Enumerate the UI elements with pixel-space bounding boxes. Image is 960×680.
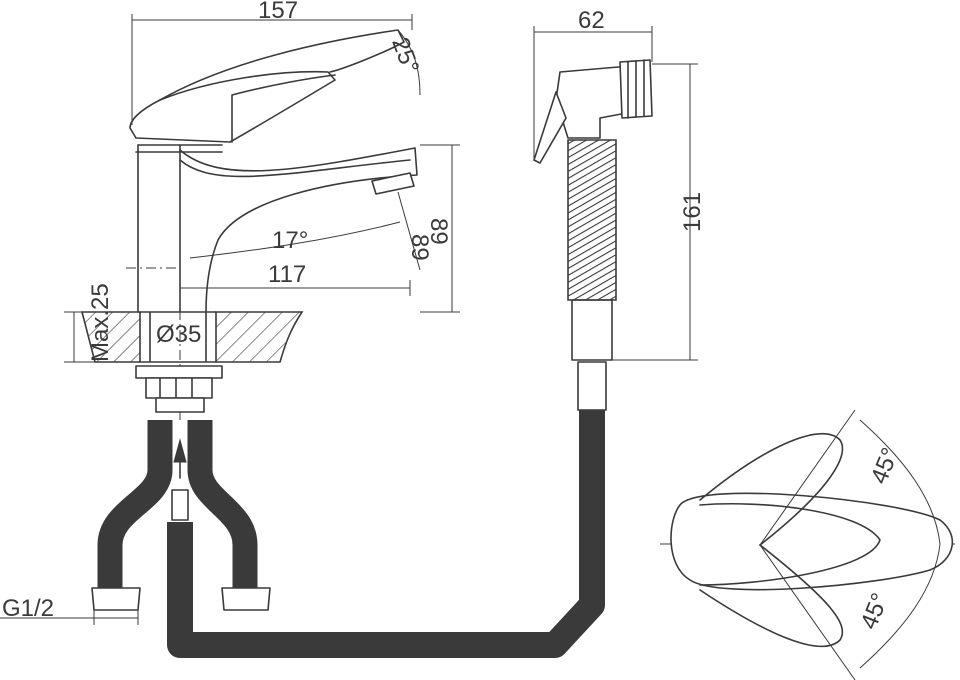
handle-rot-up bbox=[699, 432, 844, 546]
hand-shower bbox=[533, 59, 653, 411]
dim-g12-line bbox=[0, 610, 139, 625]
dim-17-arc bbox=[189, 221, 401, 259]
label-62: 62 bbox=[578, 7, 605, 34]
label-diameter-35: Ø35 bbox=[156, 321, 201, 348]
hose-right-braid bbox=[189, 420, 256, 590]
connector-left bbox=[91, 587, 141, 611]
lever-top bbox=[159, 29, 405, 101]
washer bbox=[135, 365, 223, 379]
dim-161-line bbox=[606, 63, 698, 361]
dimension-lines bbox=[0, 14, 698, 625]
dim-117-line bbox=[180, 280, 411, 296]
dim-89-line bbox=[420, 144, 460, 313]
shower-grip bbox=[567, 139, 617, 301]
dim-62-line bbox=[533, 26, 653, 160]
handle-rot-down bbox=[699, 544, 844, 648]
nut-facets bbox=[159, 377, 193, 399]
lock-nut bbox=[145, 377, 213, 399]
label-89-right: 89 bbox=[425, 218, 452, 245]
spout-inner-line bbox=[179, 159, 411, 178]
lever-inner bbox=[231, 74, 336, 143]
dim-25-arc bbox=[397, 29, 421, 96]
shower-hose-braid bbox=[168, 410, 604, 657]
label-angle-45-bottom: 45° bbox=[855, 589, 894, 633]
countertop-right bbox=[215, 311, 304, 363]
lever-top-view bbox=[660, 409, 960, 680]
nozzle-threads bbox=[627, 59, 645, 119]
label-117: 117 bbox=[268, 261, 306, 288]
center-fitting bbox=[171, 489, 189, 521]
label-hose-length: 2000mm bbox=[332, 635, 425, 662]
hose-collar bbox=[577, 361, 607, 411]
label-89-inner: 89 bbox=[406, 234, 433, 261]
handle-center bbox=[699, 503, 881, 586]
angle-lines bbox=[759, 409, 856, 680]
stud bbox=[155, 397, 205, 413]
dim-max25-line bbox=[64, 311, 140, 363]
handle-outline bbox=[670, 492, 954, 591]
label-angle-17: 17° bbox=[272, 227, 308, 254]
hose-left-braid bbox=[99, 420, 171, 590]
dim-89-inner-line bbox=[397, 191, 421, 271]
connector-right bbox=[221, 587, 271, 611]
faucet-side-view bbox=[80, 29, 418, 611]
trigger-lever bbox=[533, 91, 567, 164]
mounting-hole bbox=[139, 311, 217, 363]
label-161: 161 bbox=[679, 192, 706, 232]
faucet-body bbox=[137, 144, 181, 313]
label-g12: G1/2 bbox=[2, 595, 54, 622]
aerator bbox=[371, 172, 415, 195]
label-angle-45-top: 45° bbox=[866, 444, 905, 488]
shower-grip-base bbox=[571, 299, 613, 361]
flow-arrow-icon bbox=[173, 438, 187, 463]
label-angle-25: 25° bbox=[386, 34, 424, 77]
arc-bottom bbox=[859, 543, 941, 669]
arc-top bbox=[859, 419, 941, 545]
dim-157-line bbox=[131, 14, 413, 125]
label-max25: Max.25 bbox=[87, 283, 114, 362]
label-157: 157 bbox=[258, 0, 298, 24]
